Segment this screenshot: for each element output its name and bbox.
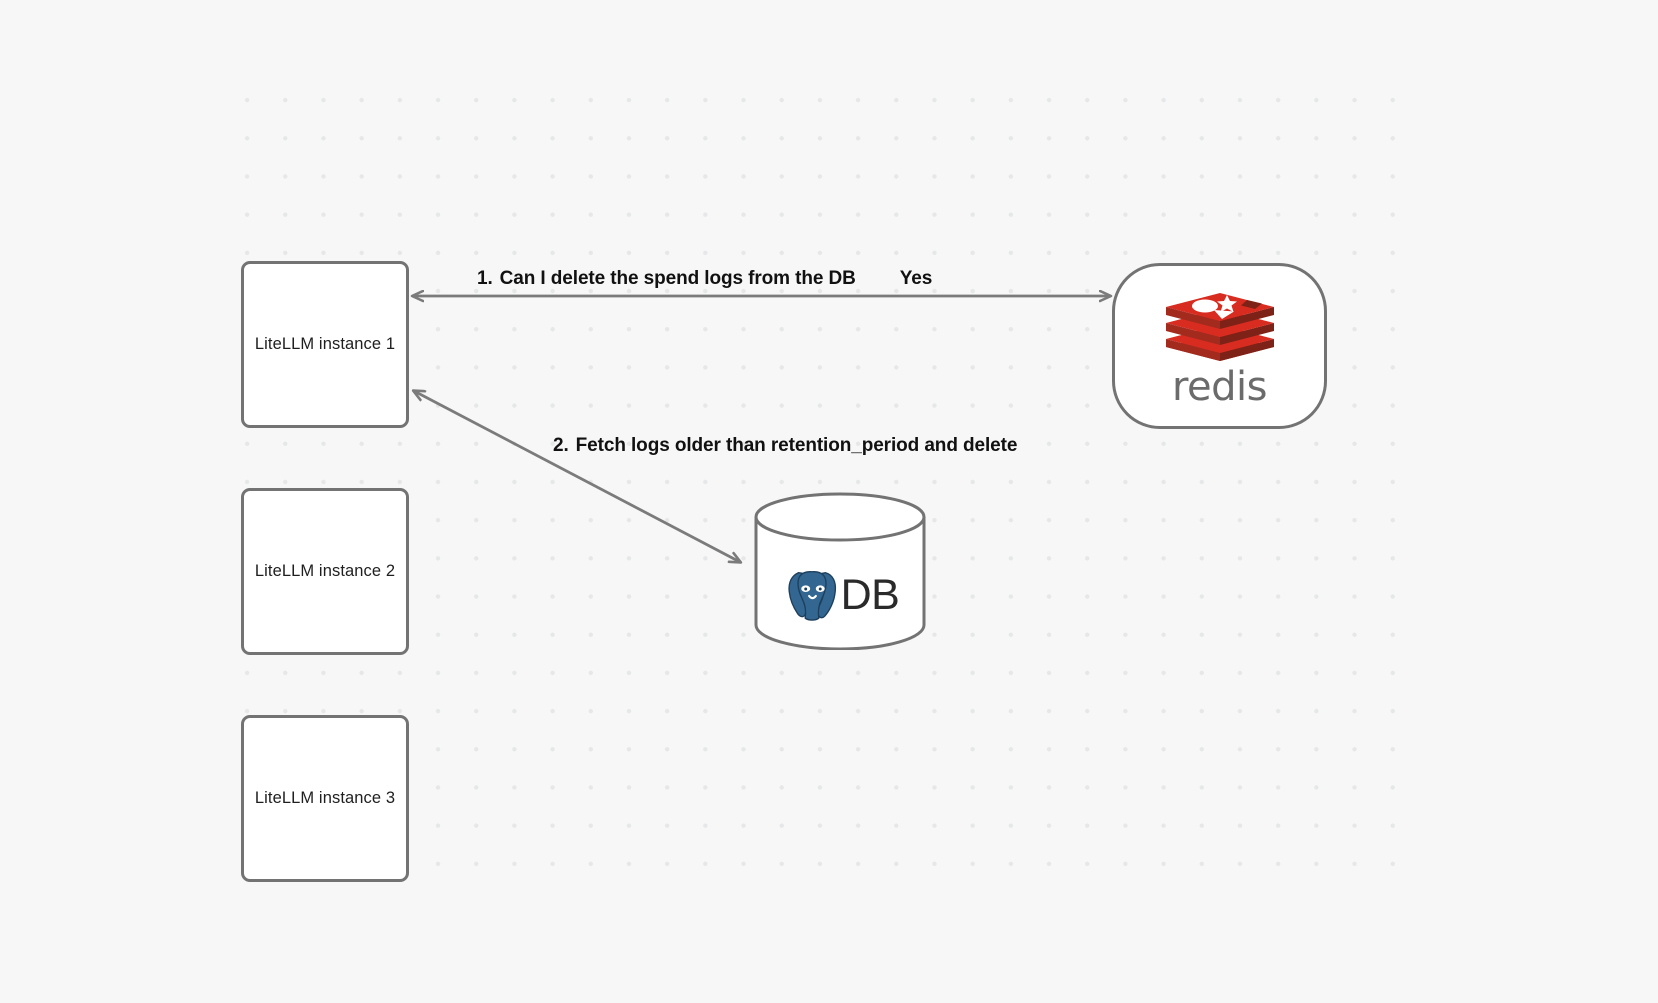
node-label: LiteLLM instance 2 [254,561,396,580]
node-label: LiteLLM instance 1 [254,334,396,353]
node-redis[interactable]: redis [1112,263,1327,429]
redis-logo-icon [1165,293,1274,361]
edge-label-text: Can I delete the spend logs from the DB [499,268,856,289]
edge-reply-text: Yes [899,268,933,289]
postgresql-elephant-icon [784,567,839,622]
edge-label-db-fetch: 2. Fetch logs older than retention_period… [553,435,1017,457]
node-litellm-instance-1[interactable]: LiteLLM instance 1 [241,261,409,428]
redis-wordmark: redis [1171,364,1268,410]
edge-label-text: Fetch logs older than retention_period a… [575,435,1018,456]
edge-label-redis-request: 1. Can I delete the spend logs from the D… [477,268,932,290]
node-litellm-instance-3[interactable]: LiteLLM instance 3 [241,715,409,882]
edge-instance1-db [414,391,740,562]
edge-step-number: 2. [553,435,569,456]
node-label: LiteLLM instance 3 [254,788,396,807]
db-label: DB [840,570,900,619]
edge-step-number: 1. [477,268,493,289]
node-litellm-instance-2[interactable]: LiteLLM instance 2 [241,488,409,655]
node-database[interactable]: DB [753,492,927,650]
